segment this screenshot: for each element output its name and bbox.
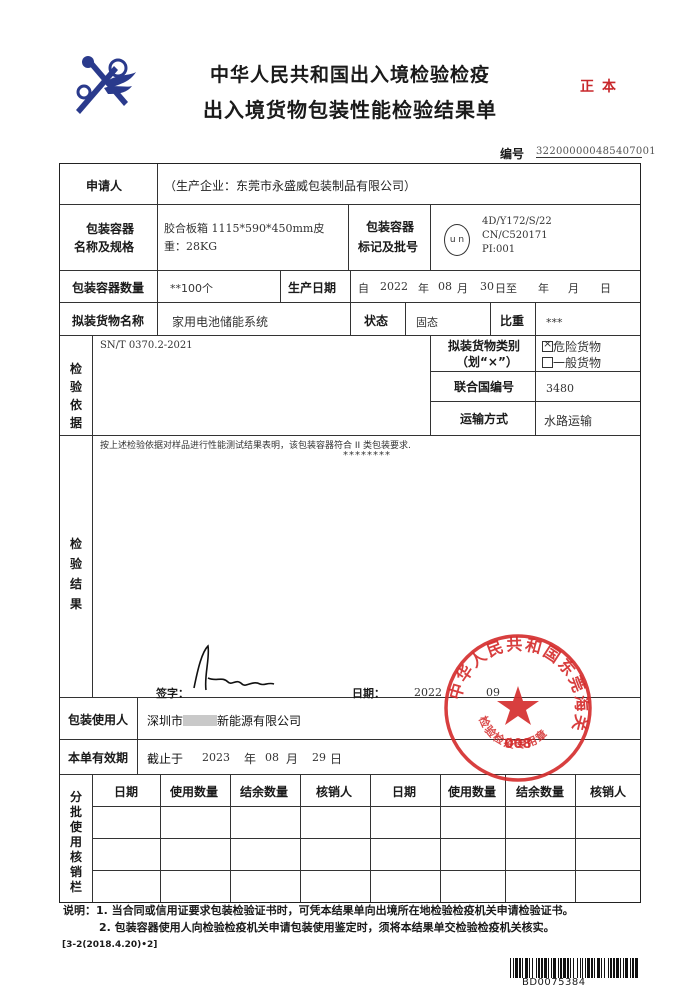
writeoff-col-2: 使用数量 [170, 785, 219, 799]
customs-emblem-icon [76, 56, 136, 114]
quantity-value: **100个 [170, 282, 213, 295]
date-label: 日期： [352, 687, 385, 700]
production-date-label: 生产日期 [288, 281, 337, 295]
dangerous-checkbox[interactable]: × [542, 337, 553, 352]
transport-label: 运输方式 [460, 412, 509, 426]
category-option-dangerous[interactable]: ×危险货物 [542, 338, 601, 355]
state-label: 状态 [364, 314, 389, 328]
redacted-block [183, 715, 218, 726]
production-date-end-month: 月 [568, 282, 579, 295]
production-date-month: 08 [438, 280, 452, 293]
validity-month: 08 [265, 751, 279, 764]
applicant-label: 申请人 [86, 179, 123, 193]
category-option-general[interactable]: 一般货物 [542, 354, 601, 371]
number-value: 322000000485407001 [536, 146, 656, 158]
container-name-label-2: 名称及规格 [74, 240, 135, 254]
number-label: 编号 [500, 147, 525, 161]
sign-date-month: 09 [486, 686, 500, 699]
writeoff-col-4: 核销人 [316, 785, 353, 799]
validity-year-unit: 年 [244, 752, 257, 766]
result-label: 检验结果 [69, 537, 82, 611]
general-checkbox[interactable] [542, 357, 553, 368]
production-date-to: 日至 [495, 282, 517, 295]
applicant-value: （生产企业：东莞市永盛威包装制品有限公司） [164, 179, 417, 193]
validity-label: 本单有效期 [68, 751, 129, 765]
un-number-value: 3480 [546, 382, 574, 395]
production-date-month-unit: 月 [457, 282, 468, 295]
container-name-value-2: 重：28KG [164, 240, 218, 253]
basis-value: SN/T 0370.2-2021 [100, 340, 193, 351]
user-value: 深圳市 新能源有限公司 [147, 712, 301, 729]
seal-text: 中华人民共和国东莞海关 [445, 635, 589, 735]
barcode-icon [510, 958, 638, 978]
validity-prefix: 截止于 [147, 752, 184, 766]
validity-day-unit: 日 [330, 752, 343, 766]
validity-day: 29 [312, 751, 326, 764]
container-name-value-1: 胶合板箱 1115*590*450mm皮 [164, 222, 325, 235]
barcode-number: BD0075384 [522, 977, 586, 988]
transport-value: 水路运输 [544, 414, 593, 428]
inspector-signature [193, 644, 275, 691]
un-number-label: 联合国编号 [454, 380, 515, 394]
category-option-1-label: 危险货物 [553, 340, 602, 354]
goods-name-label: 拟装货物名称 [72, 314, 145, 328]
density-label: 比重 [500, 314, 525, 328]
goods-category-label-1: 拟装货物类别 [448, 339, 521, 353]
production-date-year-unit: 年 [418, 282, 429, 295]
mark-line-3: PI:001 [482, 244, 516, 255]
writeoff-col-6: 使用数量 [448, 785, 497, 799]
category-option-2-label: 一般货物 [553, 356, 602, 370]
writeoff-label: 分批使用核销栏 [69, 790, 82, 894]
official-seal: 中华人民共和国东莞海关 检验检疫专用章 008 [444, 634, 592, 782]
notes-block: 说明：1. 当合同或信用证要求包装检验证书时，可凭本结果单向出境所在地检验检疫机… [63, 902, 574, 936]
writeoff-col-1: 日期 [114, 785, 139, 799]
seal-star-icon [497, 686, 539, 725]
density-value: *** [546, 316, 563, 329]
writeoff-col-5: 日期 [392, 785, 417, 799]
goods-name-value: 家用电池储能系统 [172, 315, 269, 329]
mark-line-1: 4D/Y172/S/22 [482, 216, 552, 227]
validity-month-unit: 月 [286, 752, 299, 766]
seal-number: 008 [504, 737, 531, 752]
state-value: 固态 [416, 316, 438, 329]
mark-line-2: CN/C520171 [482, 230, 548, 241]
result-text: 按上述检验依据对样品进行性能测试结果表明，该包装容器符合 II 类包装要求. [100, 441, 411, 451]
writeoff-col-7: 结余数量 [516, 785, 565, 799]
note-line-2: 2. 包装容器使用人向检验检疫机关申请包装使用鉴定时，须将本结果单交检验检疫机关… [99, 921, 555, 934]
note-line-1: 说明：1. 当合同或信用证要求包装检验证书时，可凭本结果单向出境所在地检验检疫机… [63, 904, 574, 917]
container-mark-label-1: 包装容器 [366, 220, 415, 234]
writeoff-col-3: 结余数量 [240, 785, 289, 799]
form-code: [3-2(2018.4.20)•2] [62, 940, 158, 950]
original-copy-mark: 正本 [580, 79, 624, 95]
un-mark-symbol: u n [444, 224, 470, 256]
production-date-day: 30 [480, 280, 494, 293]
production-date-end-year: 年 [538, 282, 549, 295]
quantity-label: 包装容器数量 [72, 281, 145, 295]
production-date-end-day: 日 [600, 282, 611, 295]
user-label: 包装使用人 [68, 713, 129, 727]
result-stars: ******** [343, 450, 391, 461]
document-title-line2: 出入境货物包装性能检验结果单 [203, 98, 497, 122]
user-value-part1: 深圳市 [147, 714, 184, 728]
goods-category-label-2: （划“×”） [456, 355, 518, 369]
sign-date-year: 2022 [414, 686, 442, 699]
sign-label: 签字： [156, 687, 189, 700]
basis-label: 检验依据 [69, 362, 82, 430]
inspection-form: 申请人 （生产企业：东莞市永盛威包装制品有限公司） 包装容器 名称及规格 胶合板… [59, 163, 641, 903]
user-value-part2: 新能源有限公司 [217, 714, 302, 728]
validity-year: 2023 [202, 751, 230, 764]
container-name-label-1: 包装容器 [86, 222, 135, 236]
writeoff-col-8: 核销人 [590, 785, 627, 799]
container-mark-label-2: 标记及批号 [358, 240, 419, 254]
production-date-year: 2022 [380, 280, 408, 293]
production-date-from: 自 [358, 282, 369, 295]
svg-text:中华人民共和国东莞海关: 中华人民共和国东莞海关 [445, 635, 591, 735]
document-title-line1: 中华人民共和国出入境检验检疫 [209, 64, 490, 86]
